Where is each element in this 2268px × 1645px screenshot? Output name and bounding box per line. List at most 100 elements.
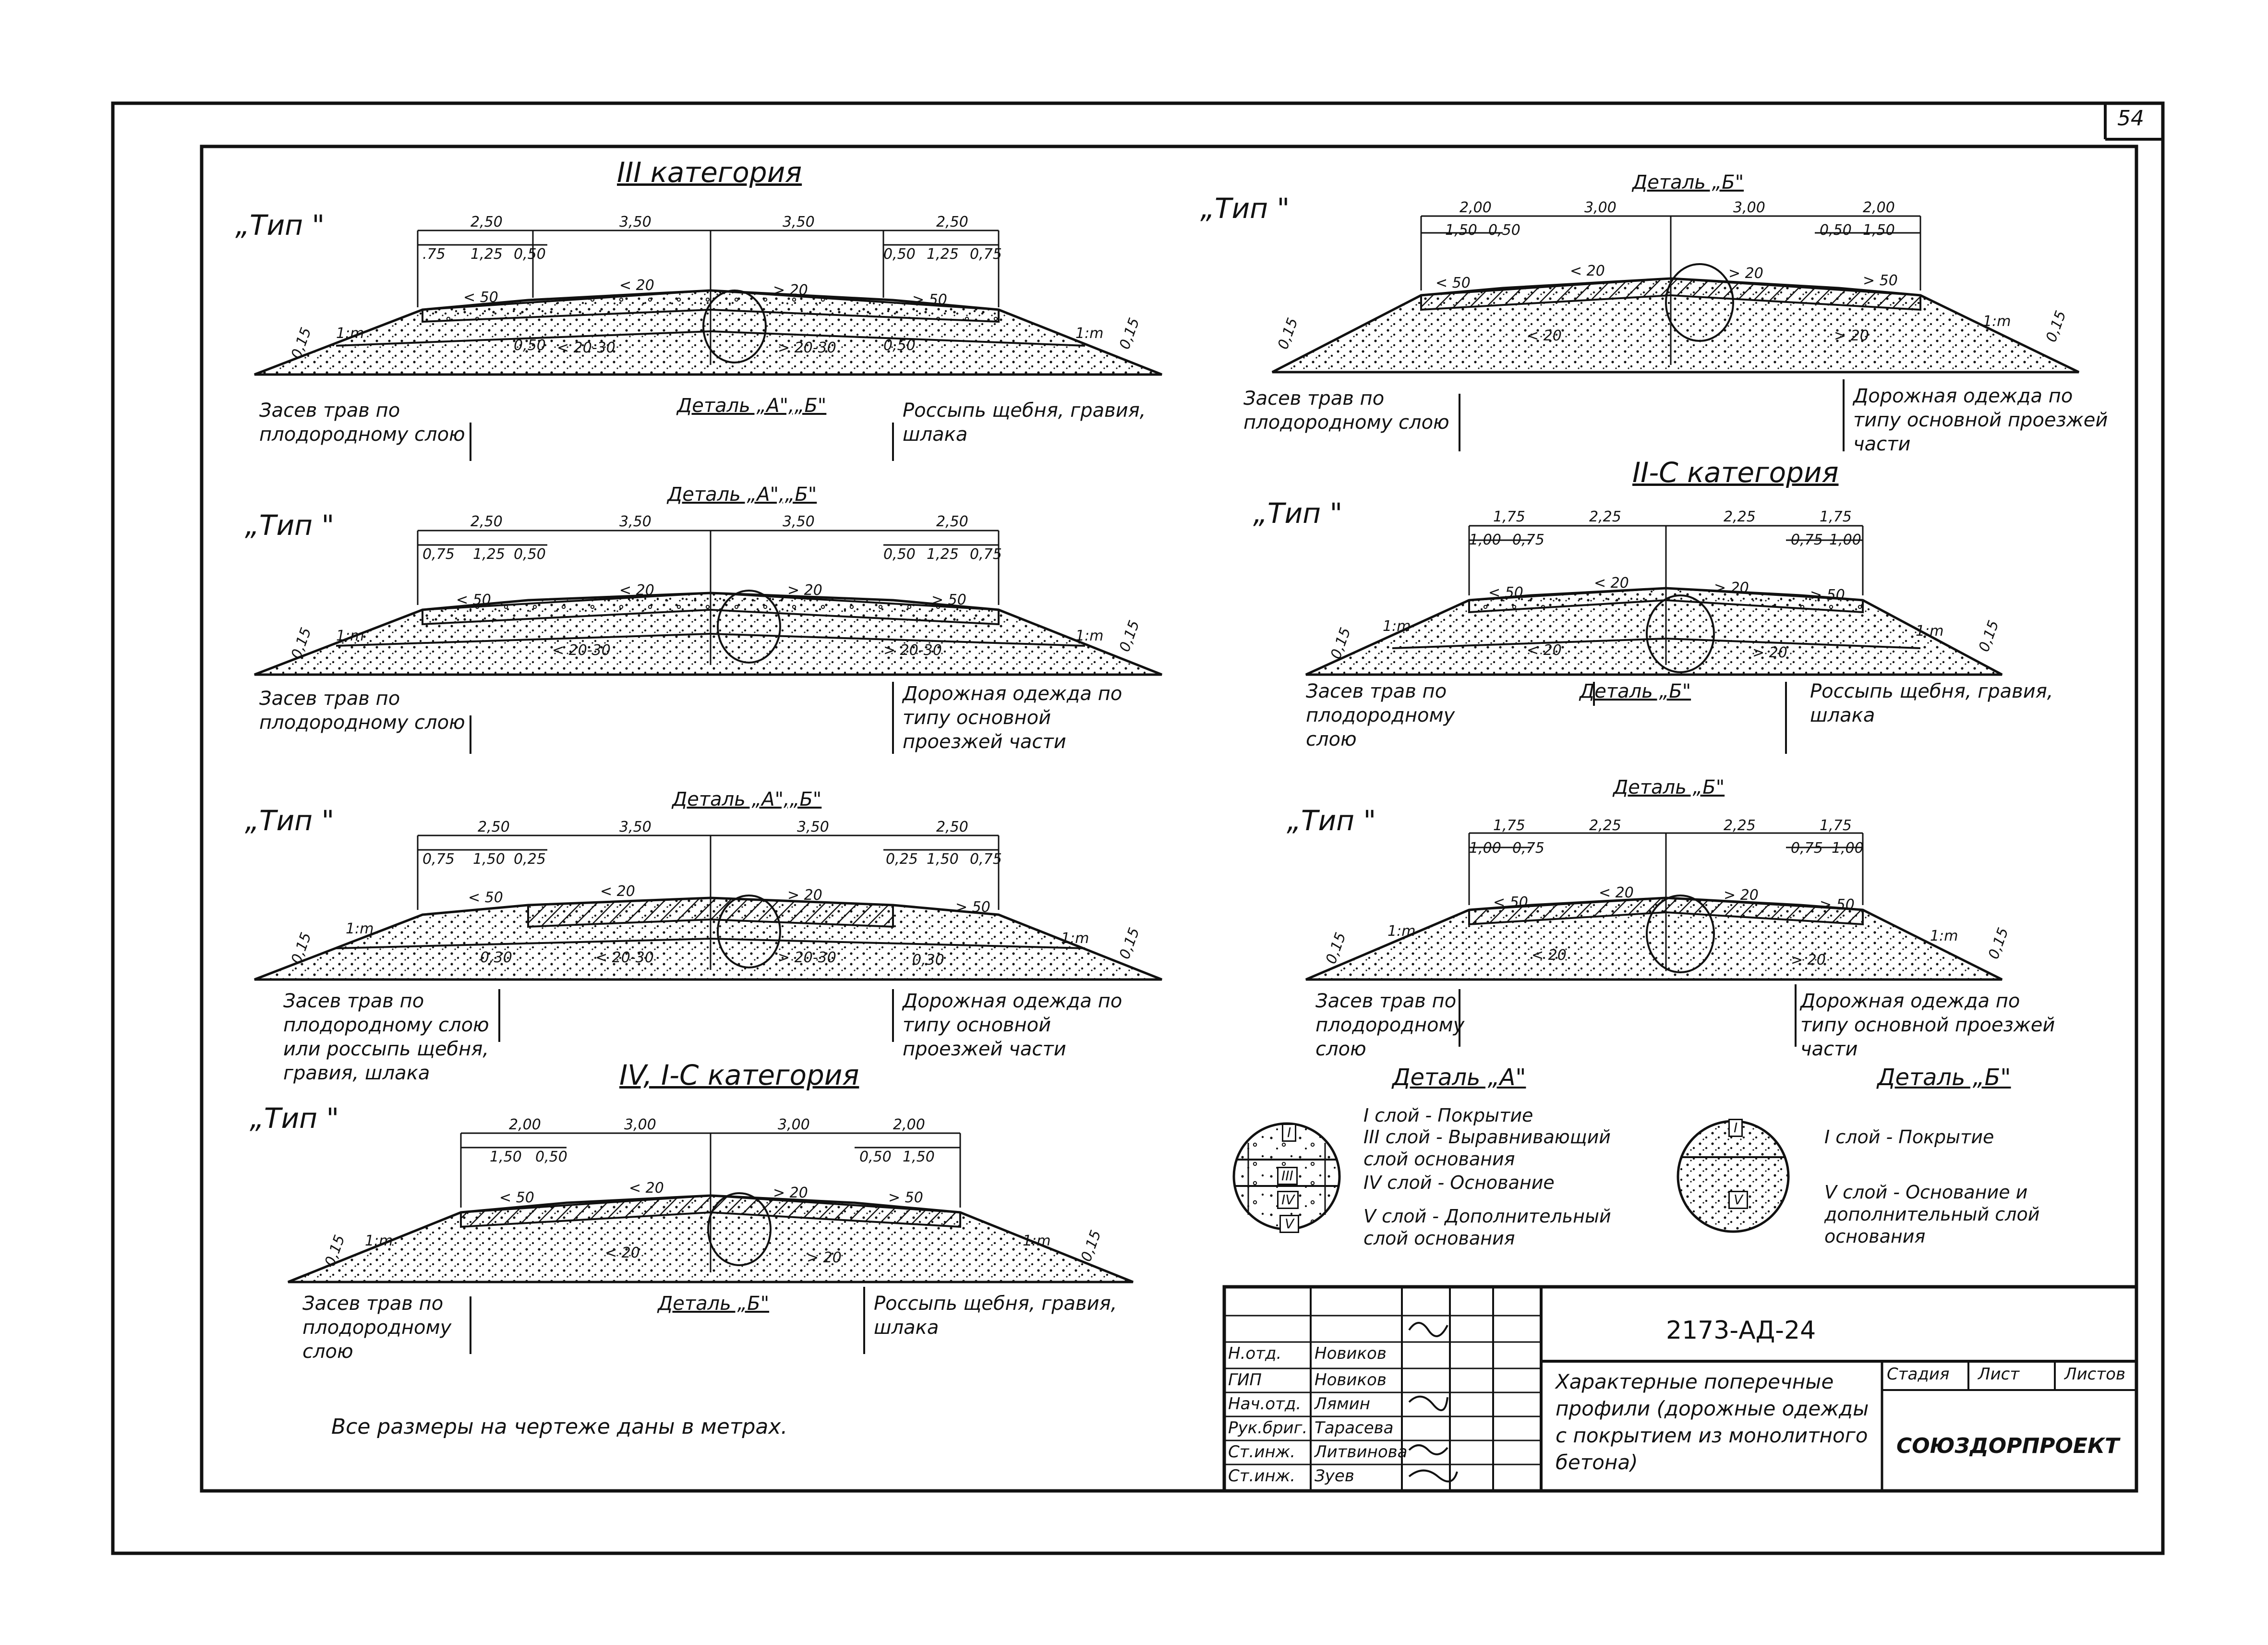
- slope-label: < 50: [456, 592, 491, 608]
- slope-label: 1:m: [1075, 628, 1104, 644]
- dim-label: 1,50: [903, 1149, 935, 1165]
- detail-b-diagram: [1677, 1120, 1790, 1233]
- detail-a-layer: I слой - Покрытие: [1363, 1105, 1533, 1126]
- detail-circle: [717, 590, 781, 664]
- dim-label: 1,50: [473, 851, 505, 868]
- slope-label: < 20: [600, 883, 635, 900]
- slope-label: > 20-30: [883, 642, 942, 659]
- dim-label: 1,00: [1469, 840, 1501, 857]
- slope-label: > 20: [1834, 327, 1869, 344]
- dim-label: 2,00: [1863, 199, 1895, 216]
- heading-cat3: III категория: [617, 156, 802, 189]
- detail-reference: Деталь „Б": [658, 1293, 770, 1315]
- dim-label: 0,50: [859, 1149, 892, 1165]
- detail-a-layer: III слой - Выравнивающий слой основания: [1363, 1126, 1611, 1170]
- column-header: Стадия: [1887, 1365, 1950, 1384]
- dim-label: 0,50: [514, 546, 546, 563]
- dim-label: 0,25: [514, 851, 546, 868]
- dim-label: 1,25: [473, 546, 505, 563]
- slope-label: < 20-30: [557, 339, 615, 356]
- heading-cat4-1c: IV, I-С категория: [619, 1059, 859, 1091]
- role-cell: Ст.инж.: [1228, 1442, 1296, 1462]
- slope-label: > 50: [888, 1189, 923, 1206]
- slope-label: 1:m: [336, 628, 364, 644]
- type-label: „Тип ": [250, 1102, 339, 1135]
- dim-label: 3,00: [1584, 199, 1617, 216]
- role-cell: Н.отд.: [1228, 1344, 1282, 1363]
- slope-label: < 20: [1570, 263, 1605, 279]
- slope-label: < 20: [1594, 575, 1629, 592]
- dim-label: 1,75: [1820, 508, 1852, 525]
- slope-label: > 50: [912, 291, 947, 308]
- slope-label: > 20: [1791, 952, 1826, 968]
- dim-label: 2,25: [1724, 508, 1756, 525]
- role-cell: ГИП: [1228, 1370, 1262, 1390]
- dim-label: 1,25: [927, 546, 959, 563]
- detail-b-layer: V слой - Основание и дополнительный слой…: [1824, 1182, 2040, 1247]
- dim-label: 2,50: [470, 513, 503, 530]
- dim-label: 3,50: [783, 214, 815, 230]
- slope-label: < 50: [1493, 894, 1528, 911]
- dim-label: 3,50: [619, 819, 651, 835]
- dim-label: 1,00: [1469, 532, 1501, 548]
- slope-label: < 20: [605, 1245, 640, 1261]
- dim-label: 1,25: [470, 246, 503, 263]
- slope-label: > 20: [807, 1249, 842, 1266]
- profile-7: [1305, 832, 2003, 1047]
- drawing-title: Характерные поперечные профили (дорожные…: [1556, 1370, 1869, 1474]
- dim-label: 3,50: [783, 513, 815, 530]
- type-label: „Тип ": [245, 509, 335, 542]
- right-note: Россыпь щебня, гравия, шлака: [903, 399, 1146, 446]
- type-label: „Тип ": [235, 209, 325, 242]
- slope-label: < 50: [463, 289, 498, 306]
- dim-label: 1,75: [1820, 817, 1852, 834]
- slope-label: > 50: [955, 899, 990, 916]
- left-note: Засев трав по плодородному слою: [302, 1293, 452, 1363]
- slope-label: < 50: [499, 1189, 534, 1206]
- role-cell: Рук.бриг.: [1228, 1418, 1308, 1438]
- dim-label: 2,00: [509, 1116, 541, 1133]
- detail-circle: [707, 1192, 772, 1266]
- dim-label: 2,00: [1460, 199, 1492, 216]
- profile-1: [254, 230, 1162, 461]
- slope-label: 1:m: [365, 1233, 393, 1249]
- name-cell: Тарасева: [1315, 1418, 1394, 1438]
- profile-2: [254, 530, 1162, 754]
- role-cell: Ст.инж.: [1228, 1466, 1296, 1486]
- dim-label: 2,25: [1589, 817, 1621, 834]
- title-block-grid: [1222, 1285, 2138, 1493]
- left-note: Засев трав по плодородному слою: [259, 399, 465, 446]
- slope-label: > 20: [1714, 580, 1749, 596]
- detail-reference: Деталь „Б": [1632, 171, 1744, 194]
- slope-label: 0,50: [883, 337, 916, 354]
- detail-a-layer: IV слой - Основание: [1363, 1172, 1555, 1193]
- right-note: Дорожная одежда по типу основной проезже…: [903, 683, 1122, 753]
- slope-label: < 50: [468, 889, 503, 906]
- dim-label: 0,75: [970, 546, 1002, 563]
- dim-label: 3,50: [619, 214, 651, 230]
- outer-frame: [111, 101, 2165, 1555]
- type-label: „Тип ": [1287, 804, 1376, 837]
- dim-label: 1,50: [1445, 222, 1477, 239]
- heading-cat2c: II-С категория: [1632, 456, 1839, 489]
- dim-label: 0,50: [1488, 222, 1520, 239]
- slope-label: 1:m: [1983, 313, 2011, 330]
- detail-b-layer: I слой - Покрытие: [1824, 1126, 1994, 1148]
- dim-label: 0,50: [883, 546, 916, 563]
- dim-label: .75: [422, 246, 446, 263]
- drawing-code: 2173-АД-24: [1666, 1316, 1816, 1345]
- organization-name: СОЮЗДОРПРОЕКТ: [1896, 1434, 2119, 1458]
- right-note: Дорожная одежда по типу основной проезже…: [1853, 385, 2108, 455]
- dim-label: 0,75: [1791, 532, 1823, 548]
- detail-circle: [1646, 594, 1715, 673]
- layer-mark: V: [1279, 1215, 1300, 1233]
- profile-5: [1271, 215, 2080, 451]
- profile-4: [288, 1132, 1134, 1354]
- dim-label: 0,75: [1512, 840, 1544, 857]
- inner-frame: [200, 145, 2138, 1493]
- slope-label: > 20-30: [778, 339, 836, 356]
- page-number: 54: [2117, 106, 2144, 131]
- dimensions-note: Все размеры на чертеже даны в метрах.: [331, 1415, 788, 1439]
- dim-label: 0,25: [886, 851, 918, 868]
- left-note: Засев трав по плодородному слою: [1243, 387, 1449, 434]
